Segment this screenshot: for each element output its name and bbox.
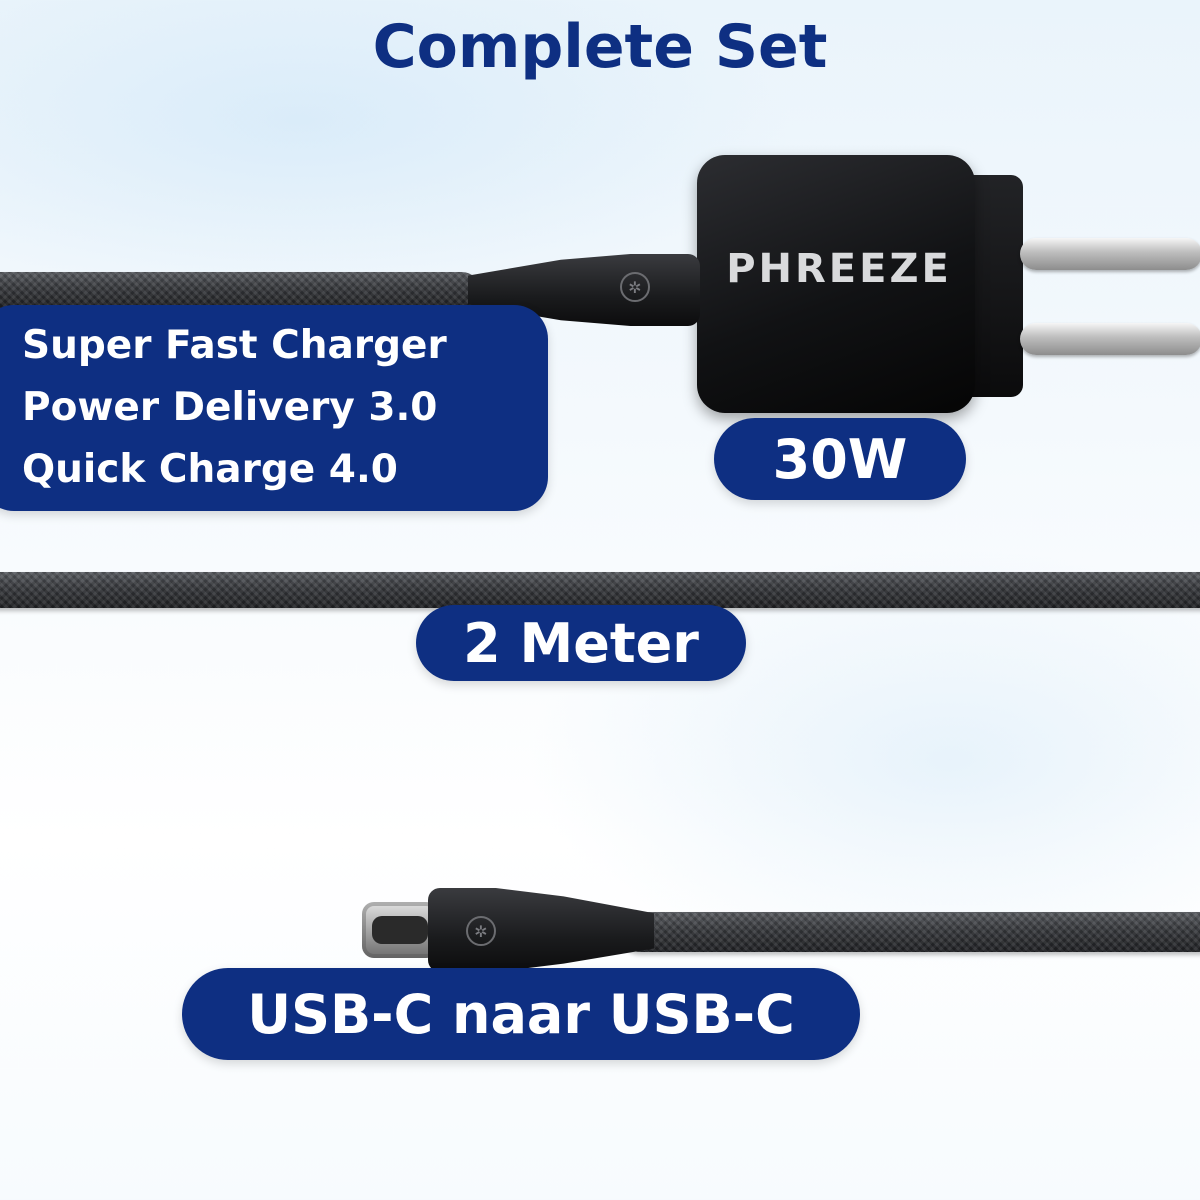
feature-quick-charge: Quick Charge 4.0	[22, 447, 398, 492]
cable-segment-bottom	[620, 912, 1200, 952]
charger-brand: PHREEZE	[726, 246, 952, 292]
usb-c-port-hole	[372, 916, 428, 944]
features-label: Super Fast Charger Power Delivery 3.0 Qu…	[0, 305, 548, 511]
connector-logo-icon: ✲	[466, 916, 496, 946]
connector-logo-icon: ✲	[620, 272, 650, 302]
cable-segment-middle	[0, 572, 1200, 608]
cable-segment-top	[0, 272, 480, 308]
cable-length-label: 2 Meter	[416, 605, 746, 681]
cable-type-label: USB-C naar USB-C	[182, 968, 860, 1060]
feature-power-delivery: Power Delivery 3.0	[22, 385, 438, 430]
power-label: 30W	[714, 418, 966, 500]
page-title: Complete Set	[372, 12, 828, 82]
plug-pin-top	[1020, 238, 1200, 270]
wall-charger	[697, 155, 975, 413]
feature-fast-charger: Super Fast Charger	[22, 323, 447, 368]
plug-pin-bottom	[1020, 323, 1200, 355]
